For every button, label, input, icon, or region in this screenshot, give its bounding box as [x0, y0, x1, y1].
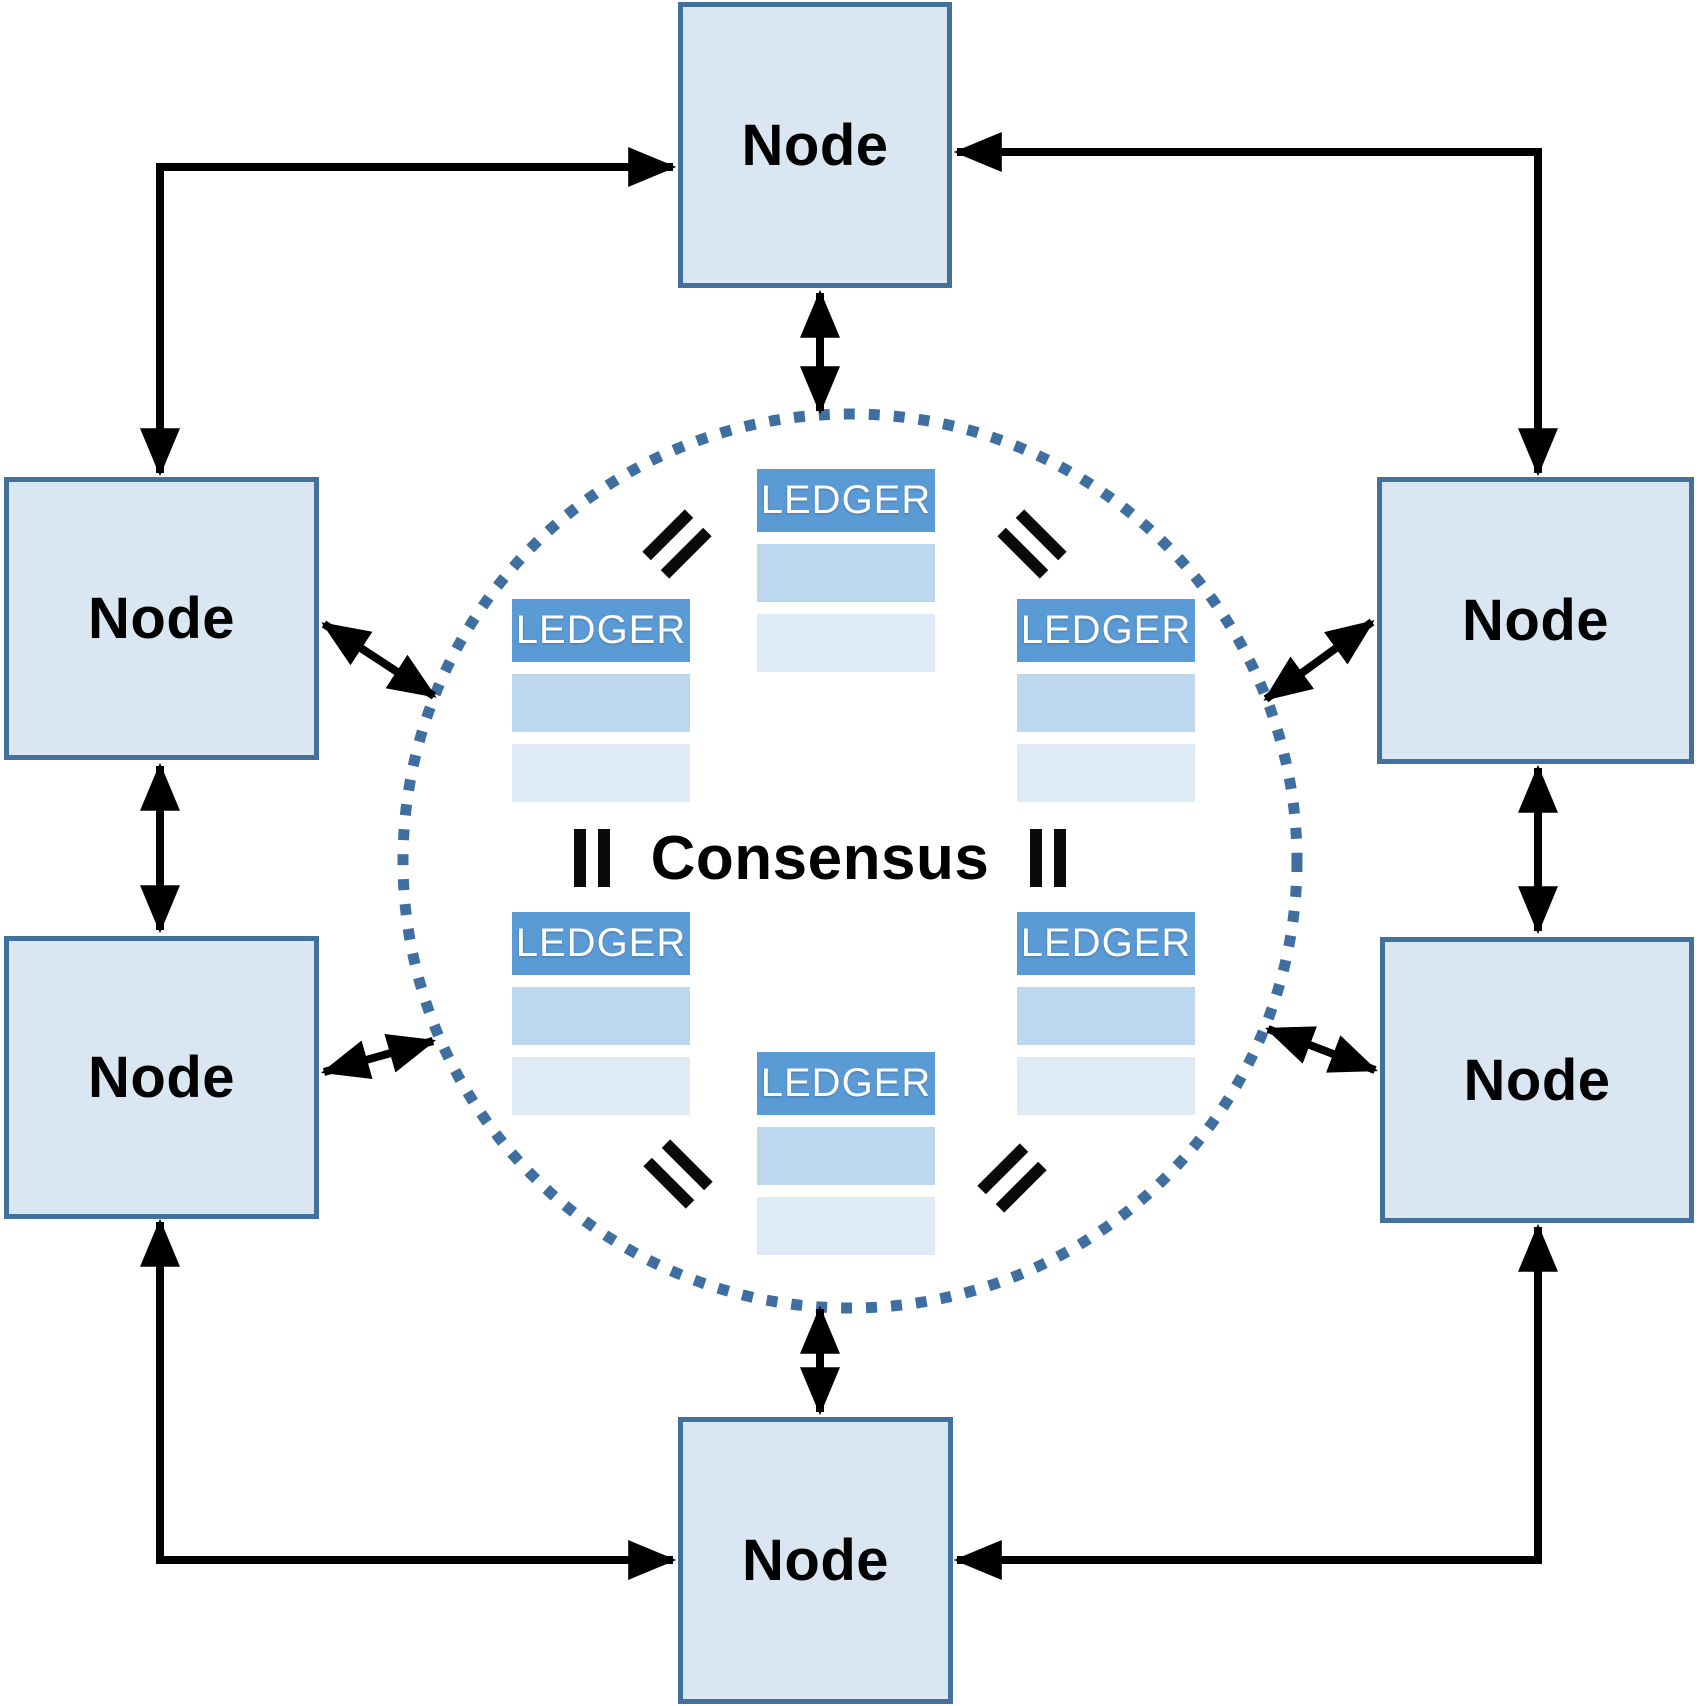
- equals-mark-mid-left: [574, 829, 610, 887]
- ledger-low-left: LEDGER: [512, 912, 690, 1115]
- ledger-header: LEDGER: [1017, 912, 1195, 975]
- ledger-header: LEDGER: [757, 469, 935, 532]
- equals-mark-bottom-left: [643, 1139, 713, 1209]
- ledger-header: LEDGER: [1017, 599, 1195, 662]
- node-upper-right: Node: [1377, 477, 1694, 764]
- consensus-label: Consensus: [650, 823, 990, 893]
- arrow-bottom-left-corner: [140, 1218, 677, 1580]
- arrow-lower-right-node-circle: [1265, 1025, 1378, 1074]
- ledger-row: [512, 1057, 690, 1115]
- node-top: Node: [678, 2, 952, 288]
- ledger-header: LEDGER: [757, 1052, 935, 1115]
- arrow-top-left-corner: [140, 147, 677, 477]
- arrow-top-right-corner: [953, 132, 1558, 477]
- arrow-upper-right-node-circle: [1263, 618, 1375, 703]
- ledger-header: LEDGER: [512, 912, 690, 975]
- ledger-center-bottom: LEDGER: [757, 1052, 935, 1255]
- arrow-upper-left-node-circle: [321, 620, 437, 700]
- ledger-mid-right: LEDGER: [1017, 599, 1195, 802]
- ledger-row: [757, 1127, 935, 1185]
- node-lower-right: Node: [1380, 937, 1694, 1223]
- node-lower-left: Node: [4, 936, 319, 1219]
- ledger-center-top: LEDGER: [757, 469, 935, 672]
- ledger-row: [512, 674, 690, 732]
- ledger-row: [1017, 674, 1195, 732]
- equals-mark-bottom-right: [977, 1143, 1047, 1213]
- ledger-row: [757, 614, 935, 672]
- ledger-low-right: LEDGER: [1017, 912, 1195, 1115]
- arrow-lower-left-node-circle: [320, 1034, 437, 1079]
- arrow-bottom-right-corner: [953, 1223, 1558, 1580]
- ledger-row: [1017, 1057, 1195, 1115]
- equals-mark-top-right: [997, 509, 1067, 579]
- node-bottom: Node: [678, 1417, 953, 1704]
- ledger-row: [512, 744, 690, 802]
- ledger-row: [1017, 744, 1195, 802]
- ledger-row: [512, 987, 690, 1045]
- node-upper-left: Node: [4, 477, 319, 760]
- ledger-row: [757, 1197, 935, 1255]
- ledger-header: LEDGER: [512, 599, 690, 662]
- ledger-mid-left: LEDGER: [512, 599, 690, 802]
- ledger-row: [1017, 987, 1195, 1045]
- ledger-row: [757, 544, 935, 602]
- equals-mark-mid-right: [1030, 829, 1066, 887]
- equals-mark-top-left: [642, 509, 712, 579]
- consensus-circle: [397, 408, 1303, 1314]
